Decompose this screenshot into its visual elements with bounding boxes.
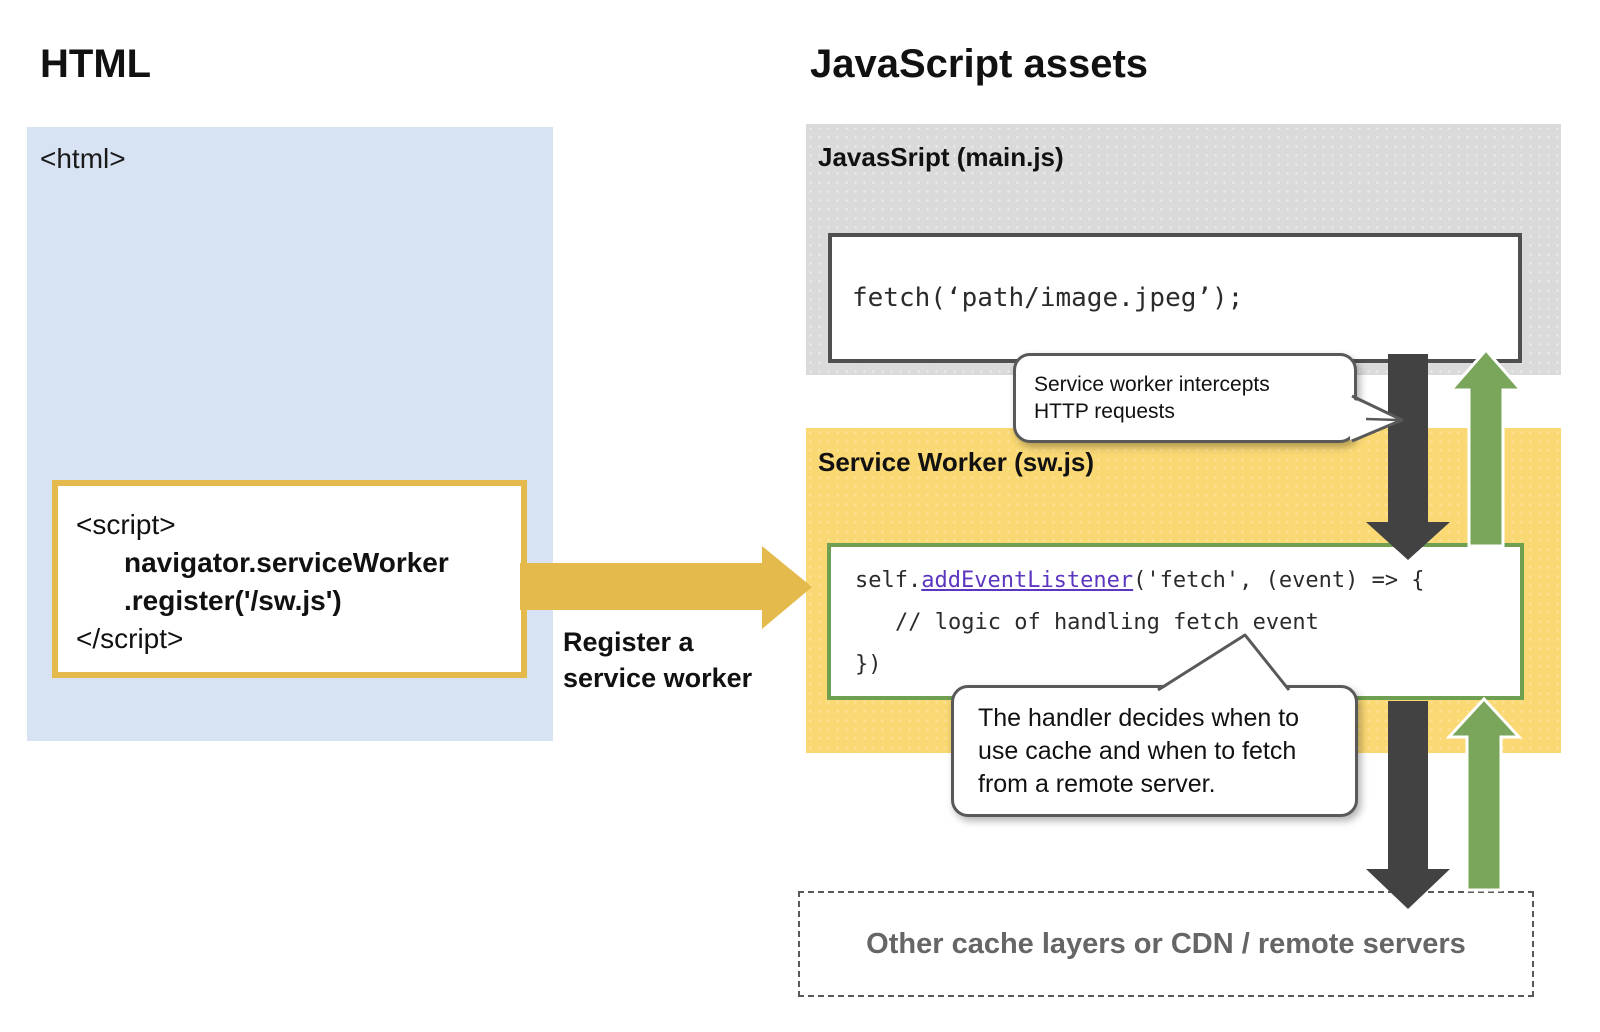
fetch-code: fetch(‘path/image.jpeg’); (852, 283, 1244, 313)
mainjs-panel-title: JavasSript (main.js) (818, 142, 1064, 172)
intercept-bubble-tail-notch (1365, 417, 1401, 422)
remote-servers-box: Other cache layers or CDN / remote serve… (798, 891, 1534, 997)
html-open-tag: <html> (40, 143, 126, 174)
handler-bubble-line1: The handler decides when to (978, 703, 1300, 732)
sw-code-addeventlistener: addEventListener (921, 568, 1134, 593)
sw-code-self: self. (855, 568, 922, 593)
navigator-serviceworker-line: navigator.serviceWorker (124, 547, 449, 578)
register-arrow-label-line2: service worker (563, 663, 753, 693)
sw-code-line1: self.addEventListener('fetch', (event) =… (855, 560, 1520, 602)
intercept-speech-bubble: Service worker intercepts HTTP requests (1013, 353, 1357, 443)
register-arrow (520, 546, 812, 629)
sw-code-box: self.addEventListener('fetch', (event) =… (827, 543, 1524, 700)
register-arrow-label-line1: Register a (563, 627, 694, 657)
handler-bubble-line2: use cache and when to fetch (978, 736, 1297, 765)
intercept-bubble-line1: Service worker intercepts (1034, 373, 1270, 396)
sw-code-line2: // logic of handling fetch event (895, 610, 1319, 635)
register-arrow-label: Register a service worker (563, 624, 752, 696)
script-close-line: </script> (76, 623, 184, 654)
left-section-title: HTML (40, 42, 152, 86)
sw-code-args: ('fetch', (event) => { (1133, 568, 1425, 593)
fetch-code-box: fetch(‘path/image.jpeg’); (828, 233, 1522, 363)
sw-code-line3: }) (855, 652, 882, 677)
handler-speech-bubble: The handler decides when to use cache an… (951, 685, 1358, 817)
service-worker-panel-title: Service Worker (sw.js) (818, 447, 1095, 477)
register-script-code-box: <script> navigator.serviceWorker .regist… (52, 480, 527, 678)
script-open-line: <script> (76, 509, 176, 540)
intercept-bubble-line2: HTTP requests (1034, 400, 1175, 423)
right-section-title: JavaScript assets (810, 42, 1149, 86)
register-swjs-line: .register('/sw.js') (124, 585, 342, 616)
handler-bubble-line3: from a remote server. (978, 769, 1216, 798)
remote-servers-label: Other cache layers or CDN / remote serve… (866, 927, 1466, 960)
